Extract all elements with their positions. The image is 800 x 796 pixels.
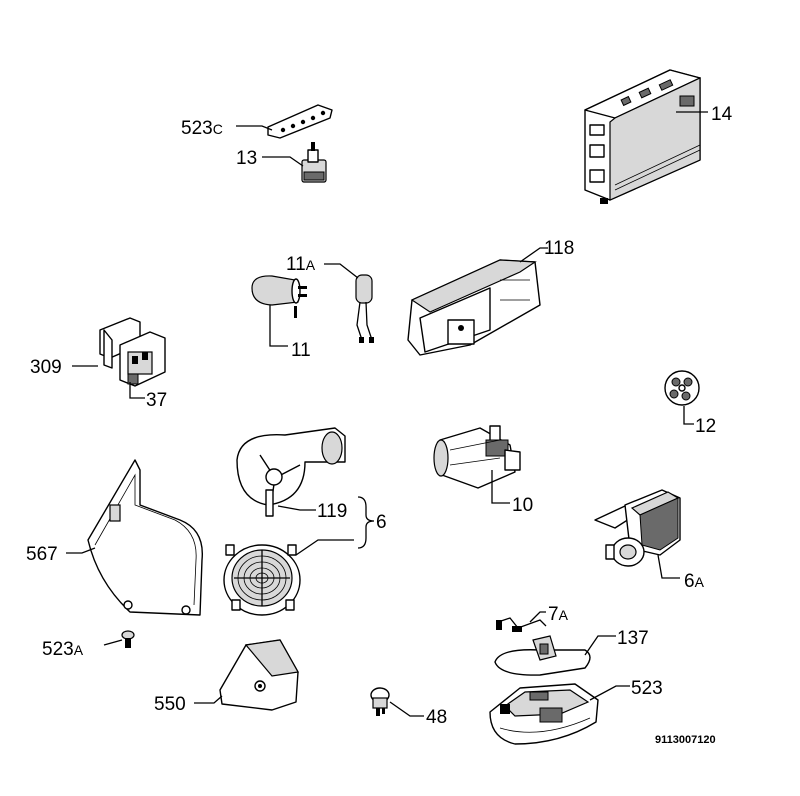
label-550: 550: [154, 694, 186, 715]
label-14: 14: [711, 104, 733, 125]
part-119-fan-housing: [236, 427, 346, 517]
label-6a: 6A: [684, 571, 705, 592]
label-37: 37: [146, 390, 167, 411]
leader-137: [584, 635, 616, 656]
leader-6-grill: [295, 539, 354, 556]
part-523c-bracket: [267, 104, 333, 139]
leader-11a: [324, 263, 359, 279]
part-118-housing: [407, 259, 541, 356]
part-48-plug: [370, 687, 390, 716]
leader-11: [269, 305, 288, 347]
label-10: 10: [512, 495, 533, 516]
leader-12: [683, 406, 694, 425]
leader-10: [491, 470, 510, 504]
leader-37: [129, 382, 145, 399]
leader-119: [277, 505, 316, 511]
label-12: 12: [695, 416, 716, 437]
leader-550: [194, 695, 223, 704]
part-13-switch: [301, 142, 327, 183]
leader-118: [519, 247, 548, 263]
leader-523c: [236, 125, 273, 131]
part-11-capacitor: [251, 275, 307, 318]
leader-6a: [657, 554, 680, 579]
part-523-tray: [489, 683, 599, 745]
part-12-knob: [664, 370, 700, 406]
leader-523a: [103, 639, 123, 646]
part-14-control-module: [584, 69, 701, 204]
part-137-lid: [494, 635, 591, 676]
label-523: 523: [631, 678, 663, 699]
label-13: 13: [236, 148, 257, 169]
part-37-connector: [119, 331, 166, 387]
part-567-shield: [87, 459, 204, 616]
brace-6: [357, 496, 375, 549]
label-137: 137: [617, 628, 649, 649]
leader-523: [589, 685, 630, 701]
leader-567: [66, 547, 96, 554]
label-119: 119: [317, 501, 347, 522]
part-fan-grill: [223, 544, 301, 616]
label-11: 11: [291, 340, 311, 361]
part-523a-screw: [121, 630, 135, 648]
label-567: 567: [26, 544, 58, 565]
part-550-cover: [219, 639, 299, 711]
label-11a: 11A: [286, 254, 316, 275]
label-48: 48: [426, 707, 447, 728]
part-6a-valve: [594, 489, 681, 567]
label-523a: 523A: [42, 639, 84, 660]
leader-7a: [529, 611, 546, 623]
label-7a: 7A: [548, 604, 569, 625]
part-10-drain-pump: [433, 425, 521, 489]
leader-13: [262, 156, 304, 167]
label-6: 6: [376, 512, 387, 533]
label-523c: 523C: [181, 118, 223, 139]
part-11a-suppressor: [355, 274, 374, 343]
part-7a-clip: [496, 617, 547, 632]
drawing-code: 9113007120: [655, 734, 716, 746]
label-118: 118: [544, 238, 574, 259]
leader-48: [389, 701, 424, 717]
label-309: 309: [30, 357, 62, 378]
